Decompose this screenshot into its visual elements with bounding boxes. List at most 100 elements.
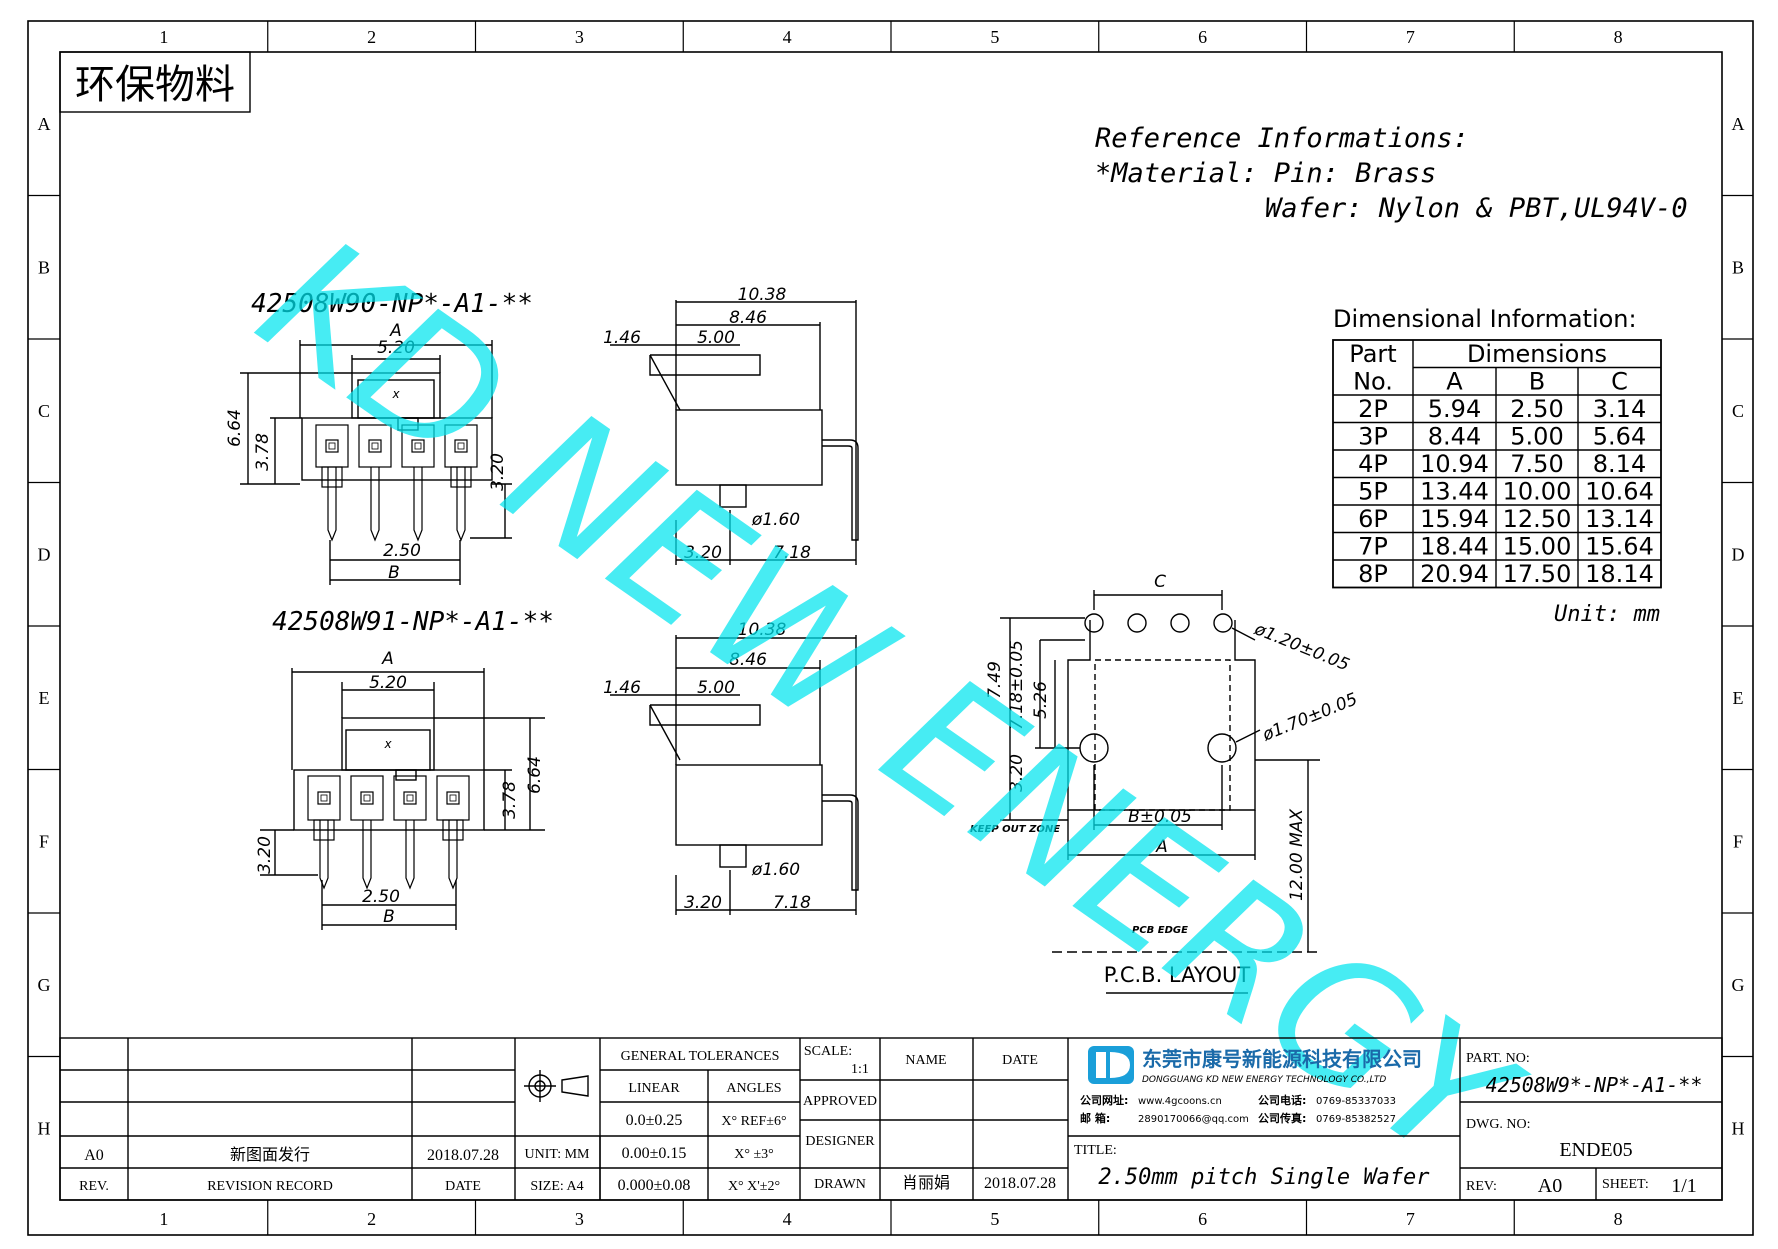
pcb-dim-b: B±0.05 bbox=[1128, 807, 1192, 827]
title-block bbox=[59, 1037, 1723, 1201]
tol-3: 0.000±0.08 bbox=[618, 1177, 691, 1194]
revision-record-label: REVISION RECORD bbox=[207, 1179, 333, 1194]
dim-a-bottom: A bbox=[381, 649, 394, 669]
dim-320-top: 3.20 bbox=[488, 453, 508, 491]
pcb-dim-1200: 12.00 MAX bbox=[1287, 809, 1307, 901]
dim-b-cell: 5.00 bbox=[1510, 423, 1563, 451]
mail-label: 邮 箱: bbox=[1080, 1111, 1110, 1125]
dim-c-cell: 13.14 bbox=[1585, 505, 1654, 533]
ang-2: X° ±3° bbox=[734, 1147, 774, 1162]
column-label-top: 2 bbox=[367, 27, 376, 47]
dim-250-bottom: 2.50 bbox=[362, 887, 400, 907]
part-cell: 6P bbox=[1358, 505, 1388, 533]
dim-a-cell: 13.44 bbox=[1420, 478, 1489, 506]
company-name-cn: 东莞市康号新能源科技有限公司 bbox=[1142, 1047, 1422, 1071]
part-cell: 5P bbox=[1358, 478, 1388, 506]
part-no-label: PART. NO: bbox=[1466, 1051, 1530, 1066]
dim-b-cell: 2.50 bbox=[1510, 395, 1563, 423]
dim-table-unit: Unit: mm bbox=[1554, 602, 1660, 627]
row-label-left: D bbox=[38, 544, 51, 564]
row-label-right: F bbox=[1733, 831, 1743, 851]
dim-320-bottom: 3.20 bbox=[255, 836, 275, 874]
dim-664-top: 6.64 bbox=[225, 409, 245, 447]
row-label-left: E bbox=[39, 688, 50, 708]
bottom-view-title: 42508W91-NP*-A1-** bbox=[272, 607, 554, 637]
pin-cavity bbox=[350, 775, 384, 821]
pin bbox=[448, 820, 458, 890]
part-cell: 3P bbox=[1358, 423, 1388, 451]
row-label-right: E bbox=[1733, 688, 1744, 708]
row-label-left: F bbox=[39, 831, 49, 851]
dim-a-cell: 5.94 bbox=[1428, 395, 1481, 423]
fax-value: 0769-85382527 bbox=[1316, 1114, 1396, 1125]
dim-x-bottom: x bbox=[383, 737, 392, 751]
pcb-dim-320: 3.20 bbox=[1007, 754, 1027, 792]
part-cell: 8P bbox=[1358, 560, 1388, 588]
column-label-top: 1 bbox=[159, 27, 168, 47]
dim-846-top: 8.46 bbox=[729, 308, 767, 328]
pin bbox=[405, 820, 415, 890]
dim-1038-top: 10.38 bbox=[738, 285, 787, 305]
hole-small-2 bbox=[1127, 613, 1147, 633]
column-label-top: 6 bbox=[1198, 27, 1207, 47]
front-view-bottom bbox=[260, 668, 545, 930]
dim-b-cell: 15.00 bbox=[1503, 533, 1572, 561]
dim-c-cell: 15.64 bbox=[1585, 533, 1654, 561]
column-label-bottom: 8 bbox=[1614, 1209, 1623, 1229]
row-label-right: B bbox=[1732, 257, 1744, 277]
dim-column-header: A bbox=[1446, 368, 1463, 396]
drawn-label: DRAWN bbox=[814, 1177, 866, 1192]
rev-a0-cell: A0 bbox=[84, 1147, 104, 1164]
sheet-label: SHEET: bbox=[1602, 1177, 1649, 1192]
hole-big-2 bbox=[1207, 733, 1237, 763]
column-label-top: 5 bbox=[990, 27, 999, 47]
general-tolerances-label: GENERAL TOLERANCES bbox=[621, 1049, 780, 1064]
column-label-top: 3 bbox=[575, 27, 584, 47]
rev-desc-cell: 新图面发行 bbox=[230, 1145, 310, 1164]
drawn-name: 肖丽娟 bbox=[902, 1173, 950, 1192]
dim-b-cell: 7.50 bbox=[1510, 450, 1563, 478]
pcb-hole-big: ø1.70±0.05 bbox=[1259, 689, 1360, 746]
dim-dia160-top: ø1.60 bbox=[751, 510, 800, 530]
dim-b-bottom: B bbox=[383, 907, 395, 927]
pin bbox=[370, 467, 380, 542]
pin bbox=[327, 467, 337, 542]
date-label: DATE bbox=[445, 1179, 481, 1194]
part-cell: 2P bbox=[1358, 395, 1388, 423]
pin bbox=[413, 467, 423, 542]
date2-label: DATE bbox=[1002, 1053, 1038, 1068]
mail-value: 2890170066@qq.com bbox=[1138, 1114, 1249, 1125]
linear-label: LINEAR bbox=[628, 1081, 680, 1096]
scale-label: SCALE: bbox=[804, 1044, 852, 1059]
dim-b-cell: 10.00 bbox=[1503, 478, 1572, 506]
row-label-left: A bbox=[38, 114, 51, 134]
rev2-value: A0 bbox=[1538, 1175, 1562, 1197]
side-view-top bbox=[610, 300, 859, 565]
column-label-bottom: 2 bbox=[367, 1209, 376, 1229]
dim-b-cell: 12.50 bbox=[1503, 505, 1572, 533]
front-view-top bbox=[240, 340, 512, 585]
dim-500-bottom: 5.00 bbox=[697, 678, 735, 698]
tol-2: 0.00±0.15 bbox=[622, 1145, 687, 1162]
pin bbox=[456, 467, 466, 542]
row-label-right: H bbox=[1732, 1118, 1745, 1138]
row-label-left: H bbox=[38, 1118, 51, 1138]
designer-label: DESIGNER bbox=[805, 1134, 875, 1149]
part-no-value: 42508W9*-NP*-A1-** bbox=[1486, 1073, 1703, 1097]
column-label-bottom: 1 bbox=[159, 1209, 168, 1229]
scale-value: 1:1 bbox=[851, 1062, 869, 1077]
rev-date-cell: 2018.07.28 bbox=[427, 1147, 499, 1164]
dim-250-top: 2.50 bbox=[383, 541, 421, 561]
column-label-bottom: 4 bbox=[783, 1209, 792, 1229]
rev-label: REV. bbox=[79, 1179, 109, 1194]
phone-value: 0769-85337033 bbox=[1316, 1096, 1396, 1107]
part-header: Part bbox=[1349, 340, 1396, 368]
pcb-edge: PCB EDGE bbox=[1132, 925, 1188, 936]
pcb-layout bbox=[1000, 590, 1320, 994]
dwg-no-label: DWG. NO: bbox=[1466, 1117, 1531, 1132]
dim-b-top: B bbox=[388, 563, 400, 583]
fax-label: 公司传真: bbox=[1258, 1111, 1306, 1125]
dim-146-top: 1.46 bbox=[603, 328, 641, 348]
